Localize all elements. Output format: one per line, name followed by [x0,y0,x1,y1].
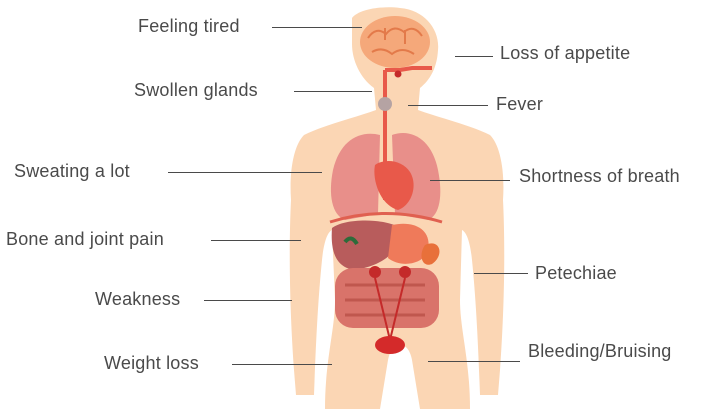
brain-icon [360,16,430,68]
leader-feeling-tired [272,27,362,28]
leader-petechiae [474,273,528,274]
label-swollen-glands: Swollen glands [134,80,258,100]
label-fever: Fever [496,94,543,114]
label-weakness: Weakness [95,289,180,309]
bladder [375,336,405,354]
leader-weight-loss [232,364,332,365]
label-bleeding-bruising: Bleeding/Bruising [528,341,672,361]
mouth-dot [395,71,402,78]
label-petechiae: Petechiae [535,263,617,283]
leader-weakness [204,300,292,301]
leader-bleeding-bruising [428,361,520,362]
label-weight-loss: Weight loss [104,353,199,373]
leader-bone-and-joint-pain [211,240,301,241]
leader-fever [408,105,488,106]
gland [378,97,392,111]
leader-sweating-a-lot [168,172,322,173]
leader-loss-of-appetite [455,56,493,57]
label-feeling-tired: Feeling tired [138,16,240,36]
leader-shortness-of-breath [430,180,510,181]
label-loss-of-appetite: Loss of appetite [500,43,630,63]
label-sweating-a-lot: Sweating a lot [14,161,130,181]
label-bone-and-joint-pain: Bone and joint pain [6,229,164,249]
leader-swollen-glands [294,91,372,92]
label-shortness-of-breath: Shortness of breath [519,166,680,186]
